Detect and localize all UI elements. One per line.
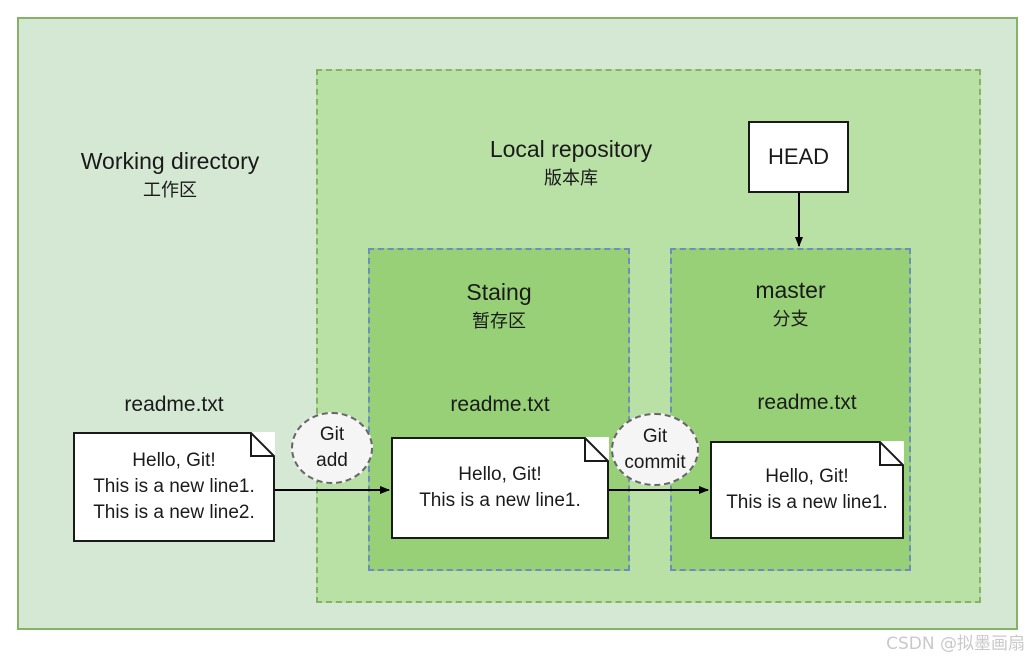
head-box: HEAD [748,121,849,193]
file-note-master: Hello, Git! This is a new line1. [710,441,904,539]
staging-area-label-zh: 暂存区 [472,311,526,332]
file-line: Hello, Git! [458,464,542,485]
note-shape-icon [391,437,609,539]
local-repository-title: Local repository 版本库 [440,134,702,194]
local-repository-label-zh: 版本库 [544,168,598,189]
head-label: HEAD [767,144,830,169]
staging-area-label-en: Staing [466,279,532,305]
file-label-staging: readme.txt [450,393,550,416]
file-label-working: readme.txt [124,393,224,416]
file-label-master: readme.txt [757,391,857,414]
file-note-working-text: Hello, Git! This is a new line1. This is… [73,432,275,542]
working-directory-label-zh: 工作区 [143,180,197,201]
working-directory-label-en: Working directory [80,148,260,174]
file-line: This is a new line1. [726,492,888,513]
git-commit-action: Git commit [611,413,699,486]
file-note-master-text: Hello, Git! This is a new line1. [710,441,904,539]
local-repository-label-en: Local repository [489,136,653,162]
note-shape-icon [73,432,275,542]
working-directory-title: Working directory 工作区 [40,146,300,206]
file-line: This is a new line1. [419,490,581,511]
file-note-working: Hello, Git! This is a new line1. This is… [73,432,275,542]
master-branch-label-en: master [755,277,826,303]
file-note-staging-text: Hello, Git! This is a new line1. [391,437,609,539]
file-line: Hello, Git! [765,466,849,487]
watermark: CSDN @拟墨画扇 [886,634,1025,654]
git-commit-line1: Git [642,425,668,447]
git-commit-line2: commit [624,451,686,473]
master-branch-title: master 分支 [670,275,911,335]
staging-area-title: Staing 暂存区 [368,277,630,337]
git-add-line2: add [316,450,348,471]
master-branch-label-zh: 分支 [772,309,809,330]
file-line: Hello, Git! [132,450,216,471]
file-note-staging: Hello, Git! This is a new line1. [391,437,609,539]
git-add-line1: Git [319,424,345,445]
note-shape-icon [710,441,904,539]
file-line: This is a new line2. [93,502,255,523]
git-add-action: Git add [291,412,373,484]
file-line: This is a new line1. [93,476,255,497]
